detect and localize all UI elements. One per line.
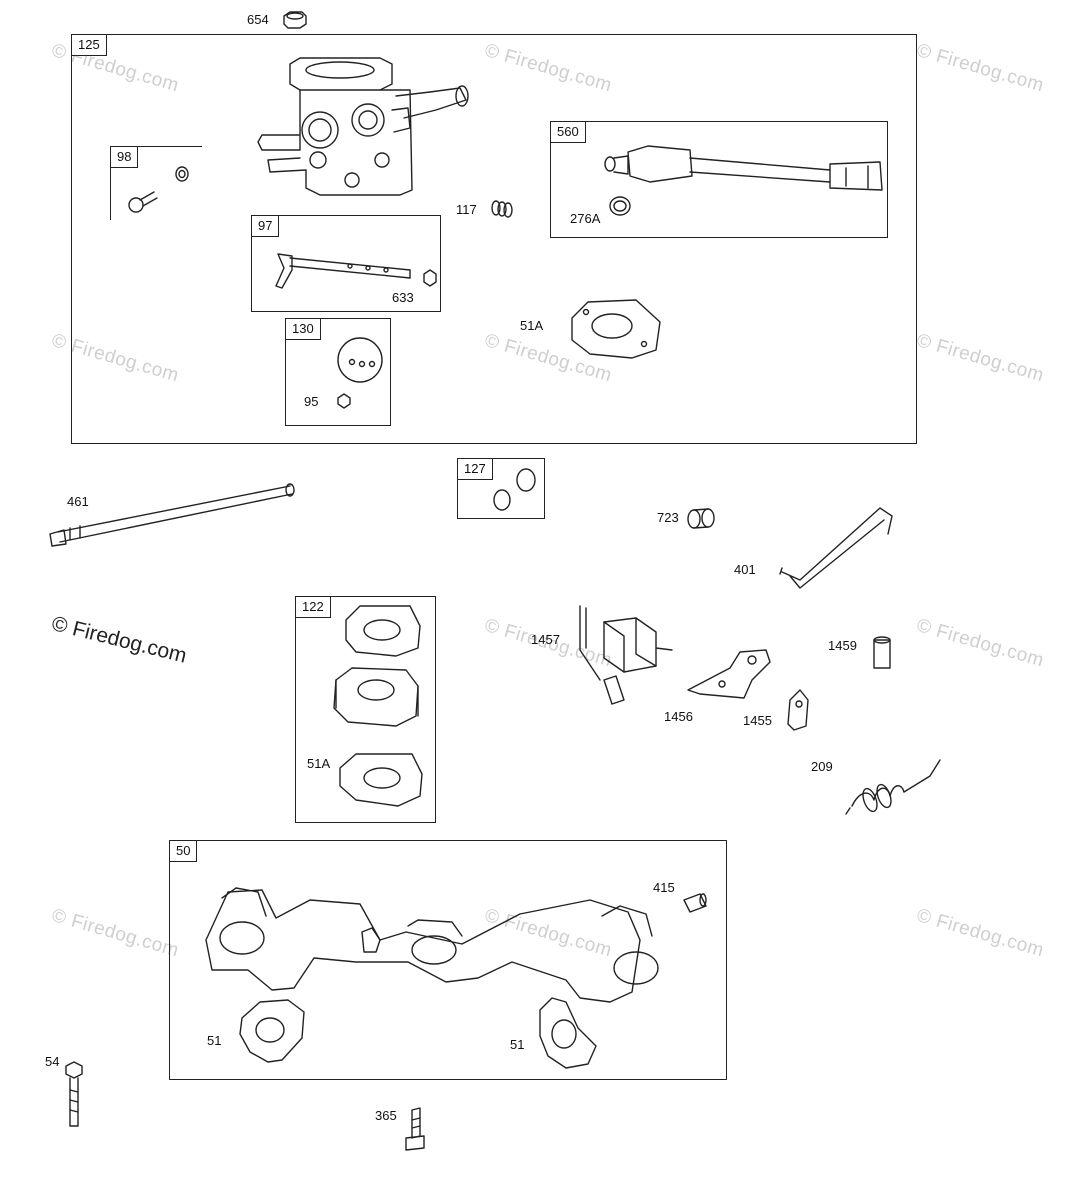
label-1457: 1457 bbox=[531, 632, 560, 647]
part-1456-bracket bbox=[687, 649, 771, 699]
part-54-bolt bbox=[65, 1061, 83, 1127]
label-365: 365 bbox=[375, 1108, 397, 1123]
part-throttle-body bbox=[257, 57, 469, 196]
part-1455-clip bbox=[787, 689, 809, 731]
label-117: 117 bbox=[456, 202, 477, 217]
part-127-orings bbox=[493, 468, 536, 511]
group-tag: 127 bbox=[457, 458, 493, 480]
label-209: 209 bbox=[811, 759, 833, 774]
part-117-spring bbox=[491, 200, 513, 218]
group-tag: 97 bbox=[251, 215, 280, 237]
label-276A: 276A bbox=[570, 211, 601, 226]
label-51-right: 51 bbox=[510, 1037, 525, 1052]
label-51-left: 51 bbox=[207, 1033, 222, 1048]
part-50-manifold bbox=[205, 887, 659, 1003]
label-1455: 1455 bbox=[743, 713, 772, 728]
part-415-plug bbox=[683, 893, 707, 913]
label-461: 461 bbox=[67, 494, 89, 509]
group-tag: 122 bbox=[295, 596, 331, 618]
group-tag: 130 bbox=[285, 318, 321, 340]
group-box-50: 50 bbox=[169, 840, 727, 1080]
part-51A-gasket bbox=[571, 299, 661, 359]
part-1459-spacer bbox=[873, 636, 891, 669]
group-tag: 98 bbox=[110, 146, 139, 168]
label-723: 723 bbox=[657, 510, 679, 525]
label-1459: 1459 bbox=[828, 638, 857, 653]
group-box-560: 560 bbox=[550, 121, 888, 238]
part-130-plate bbox=[337, 337, 383, 409]
part-365-bolt bbox=[405, 1107, 425, 1151]
part-461-rod bbox=[49, 483, 295, 547]
label-401: 401 bbox=[734, 562, 756, 577]
part-723-bushing bbox=[687, 508, 715, 529]
part-654-nut bbox=[283, 11, 307, 29]
group-box-125: 125 bbox=[71, 34, 917, 444]
group-box-127: 127 bbox=[457, 458, 545, 519]
part-97-shaft bbox=[275, 253, 437, 289]
label-415: 415 bbox=[653, 880, 675, 895]
part-1457-motor bbox=[579, 605, 673, 705]
part-122-gaskets bbox=[333, 605, 423, 807]
group-box-97: 97 bbox=[251, 215, 441, 312]
label-654: 654 bbox=[247, 12, 269, 27]
part-401-link bbox=[779, 507, 893, 589]
group-box-130: 130 bbox=[285, 318, 391, 426]
part-560-sensor bbox=[604, 145, 883, 216]
part-209-spring bbox=[845, 759, 941, 815]
group-box-98: 98 bbox=[110, 146, 202, 220]
group-tag: 560 bbox=[550, 121, 586, 143]
part-51-gaskets bbox=[239, 997, 597, 1069]
label-633: 633 bbox=[392, 290, 414, 305]
part-98-screw bbox=[128, 166, 189, 213]
group-box-122: 122 bbox=[295, 596, 436, 823]
label-1456: 1456 bbox=[664, 709, 693, 724]
group-tag: 50 bbox=[169, 840, 198, 862]
label-51A-mid: 51A bbox=[307, 756, 331, 771]
label-95: 95 bbox=[304, 394, 319, 409]
group-tag: 125 bbox=[71, 34, 107, 56]
label-51A-top: 51A bbox=[520, 318, 544, 333]
label-54: 54 bbox=[45, 1054, 60, 1069]
